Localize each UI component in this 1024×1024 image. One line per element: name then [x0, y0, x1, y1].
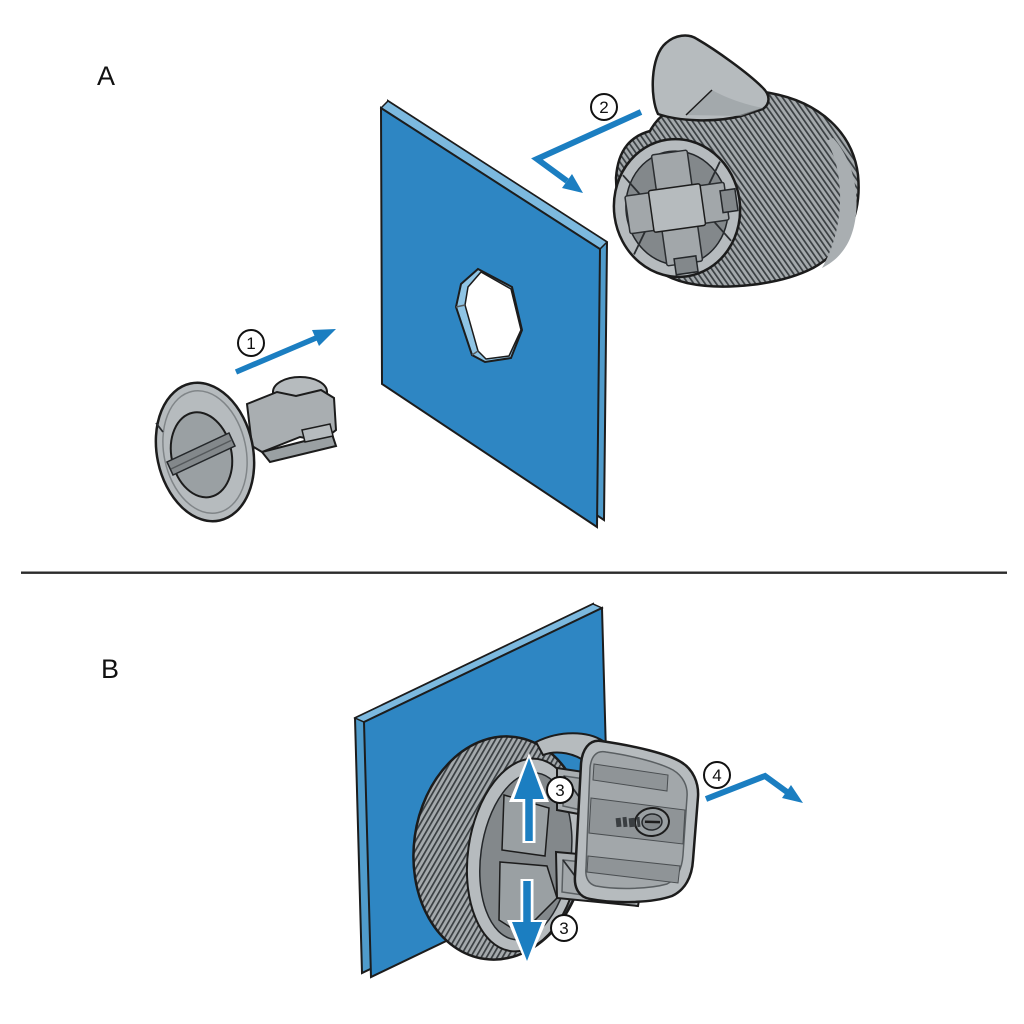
- knob-drum-rim: [822, 138, 857, 268]
- panel-a-label: A: [97, 61, 115, 91]
- handle-recess-band-3: [586, 855, 681, 884]
- hole-facet-line: [455, 304, 466, 308]
- step-4-arrow: [704, 772, 803, 803]
- disc-notch: [155, 422, 164, 433]
- step-2-arrow: [531, 109, 643, 193]
- step-2-arrowhead: [562, 174, 583, 193]
- step-1-arrowhead: [312, 329, 336, 346]
- knob-wing-grip: [651, 34, 770, 122]
- knob-front-face: [612, 137, 742, 279]
- step-2-number: 2: [599, 98, 608, 117]
- step-3-badge-lower: 3: [550, 914, 578, 942]
- step-3-arrow-down: [507, 879, 547, 966]
- handle-recess-band-1: [592, 763, 669, 792]
- step-4-number: 4: [712, 766, 721, 785]
- step-4-arrowhead: [782, 785, 803, 803]
- mounting-plate-a: [379, 99, 609, 529]
- step-3-badge-upper: 3: [546, 776, 574, 804]
- panel-b: B: [101, 602, 803, 979]
- knob-diagonal-ribs: [622, 161, 732, 255]
- step-4-badge: 4: [703, 761, 731, 789]
- embossed-marking: [615, 816, 641, 828]
- wing-crease: [685, 89, 713, 116]
- step-1-arrow: [234, 329, 336, 375]
- panel-b-label: B: [101, 654, 119, 684]
- lock-barrel-detail: [634, 806, 670, 838]
- step-3-up-arrowhead: [514, 758, 544, 799]
- step-3-number-lower: 3: [559, 919, 568, 938]
- panel-divider: [21, 571, 1007, 574]
- step-3-number-upper: 3: [555, 781, 564, 800]
- knob-center-boss: [647, 183, 707, 233]
- step-1-badge: 1: [237, 329, 265, 357]
- disc-slot-line: [170, 439, 233, 470]
- stud-step: [301, 423, 334, 443]
- step-3-arrow-up: [509, 753, 549, 843]
- step-1-number: 1: [246, 334, 255, 353]
- latch-stud-part: [154, 376, 338, 523]
- step-2-badge: 2: [590, 93, 618, 121]
- step-3-down-arrowhead: [512, 922, 542, 961]
- wing-body: [651, 34, 770, 122]
- hole-opening: [464, 271, 522, 360]
- disc-bevel: [162, 390, 248, 514]
- knurled-knob-part: [612, 34, 860, 288]
- knob-rim-notch-right: [719, 187, 739, 214]
- handle-lever: [534, 732, 700, 908]
- hole-facet-line: [471, 350, 479, 356]
- knob-rim-notch-bottom: [673, 254, 699, 276]
- panel-a: A: [97, 34, 860, 529]
- plate-a-hole: [454, 267, 524, 364]
